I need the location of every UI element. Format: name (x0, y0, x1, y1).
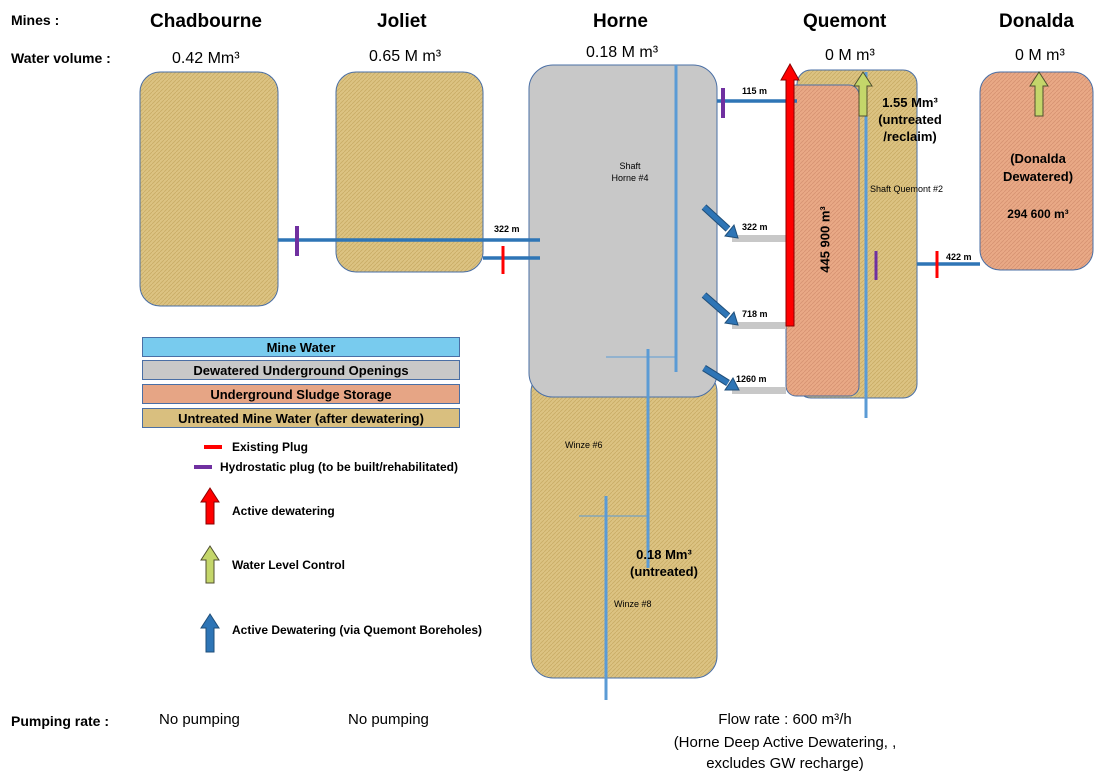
winze6-label: Winze #6 (565, 440, 603, 450)
volume-horne: 0.18 M m³ (586, 44, 659, 61)
legend-active-dewatering-symbol (200, 487, 220, 525)
pumping-chadbourne: No pumping (159, 711, 240, 728)
level-control-arrow-quemont (853, 71, 873, 117)
horne-untreated-block (530, 369, 718, 679)
pumping-horne-line2: (Horne Deep Active Dewatering, , (673, 734, 897, 751)
borehole-arrow-322 (701, 204, 739, 239)
water-volume-label: Water volume : (11, 50, 111, 66)
borehole-arrow-1260 (702, 365, 740, 391)
shaft-horne-label: Shaft Horne #4 (611, 161, 649, 183)
mine-name-chadbourne: Chadbourne (150, 11, 262, 32)
legend-untreated-water: Untreated Mine Water (after dewatering) (142, 408, 460, 428)
joliet-block (335, 71, 484, 273)
horne-untreated-volume: 0.18 Mm³ (untreated) (630, 547, 698, 579)
legend-level-control-label: Water Level Control (232, 558, 345, 572)
connector-718 (732, 322, 786, 329)
legend-mine-water: Mine Water (142, 337, 460, 357)
winze8-label: Winze #8 (614, 599, 652, 609)
connector-1260 (732, 387, 786, 394)
connector-322 (732, 235, 786, 242)
shaft-quemont-label: Shaft Quemont #2 (870, 184, 944, 194)
donalda-dewatered-text: (Donalda Dewatered) (1002, 151, 1074, 184)
legend-level-control-symbol (200, 545, 220, 584)
volume-chadbourne: 0.42 Mm³ (172, 50, 240, 67)
level-control-arrow-donalda (1029, 71, 1049, 117)
legend-hydrostatic-plug-label: Hydrostatic plug (to be built/rehabilita… (220, 460, 459, 474)
legend-existing-plug-label: Existing Plug (232, 440, 309, 454)
volume-joliet: 0.65 M m³ (369, 48, 442, 65)
borehole-arrow-718 (701, 292, 739, 326)
distance-422: 422 m (946, 252, 972, 262)
legend-sludge-storage: Underground Sludge Storage (142, 384, 460, 404)
distance-322-horne: 322 m (494, 224, 520, 234)
distance-115: 115 m (742, 86, 768, 96)
donalda-block (979, 71, 1094, 271)
donalda-volume: 294 600 m³ (1007, 207, 1069, 221)
active-dewatering-arrow (780, 62, 800, 327)
mine-name-joliet: Joliet (377, 11, 427, 32)
distance-1260: 1260 m (736, 374, 767, 384)
volume-quemont: 0 M m³ (825, 47, 875, 64)
distance-718: 718 m (742, 309, 768, 319)
legend-active-dewatering-label: Active dewatering (232, 504, 335, 518)
pumping-horne-line3: excludes GW recharge) (706, 755, 864, 772)
horne-dewatered-block (528, 64, 718, 398)
pumping-joliet: No pumping (348, 711, 429, 728)
legend-borehole-symbol (200, 613, 220, 653)
legend-boreholes-label: Active Dewatering (via Quemont Boreholes… (232, 623, 483, 637)
mine-name-donalda: Donalda (999, 11, 1074, 32)
quemont-sludge-volume: 445 900 m³ (817, 206, 833, 273)
mines-label: Mines : (11, 12, 60, 28)
distance-322: 322 m (742, 222, 768, 232)
mine-name-horne: Horne (593, 11, 648, 32)
pumping-horne-line1: Flow rate : 600 m³/h (718, 711, 852, 728)
volume-donalda: 0 M m³ (1015, 47, 1065, 64)
pumping-rate-label: Pumping rate : (11, 713, 110, 729)
quemont-untreated-volume: 1.55 Mm³ (untreated /reclaim) (878, 95, 942, 144)
legend-dewatered-openings: Dewatered Underground Openings (142, 360, 460, 380)
chadbourne-block (139, 71, 279, 307)
mine-name-quemont: Quemont (803, 11, 887, 32)
